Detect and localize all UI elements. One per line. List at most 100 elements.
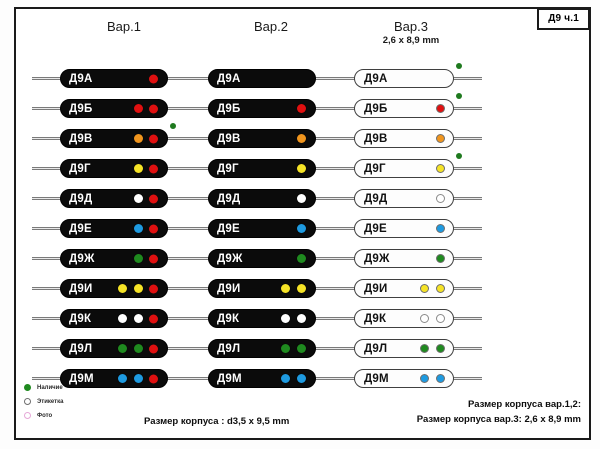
lead-wire-left [32,197,62,200]
diode-body[interactable]: Д9Ж [208,249,316,268]
diode-body[interactable]: Д9М [208,369,316,388]
colour-code-dots [297,100,306,117]
diode-body[interactable]: Д9Д [208,189,316,208]
cathode-end-band [149,74,158,83]
colour-code-dots [436,130,445,147]
component-column-var2: Д9А Д9Б Д9В Д9Г Д9Д Д9Е Д9Ж Д9И Д9К Д9Л Д9М [178,63,368,393]
diode-body[interactable]: Д9Л [354,339,454,358]
cathode-end-band [149,344,158,353]
diode-body[interactable]: Д9К [208,309,316,328]
colour-code-dots [134,130,143,147]
diode-body[interactable]: Д9И [208,279,316,298]
diode-body[interactable]: Д9Б [208,99,316,118]
diode-body[interactable]: Д9В [60,129,168,148]
diode-body[interactable]: Д9Л [208,339,316,358]
diode-body[interactable]: Д9Ж [354,249,454,268]
diode-part-label: Д9М [364,372,389,385]
column-header-var2: Вар.2 [201,19,341,35]
lead-wire-left [32,137,62,140]
diode-body[interactable]: Д9Л [60,339,168,358]
diode-part-label: Д9М [217,372,242,385]
diode-body[interactable]: Д9К [354,309,454,328]
diode-body[interactable]: Д9И [354,279,454,298]
diode-part-label: Д9Е [364,222,387,235]
diode-body[interactable]: Д9А [354,69,454,88]
lead-wire-left [326,377,356,380]
colour-code-dots [134,250,143,267]
colour-dot-blue [118,374,127,383]
lead-wire-right [452,107,482,110]
colour-code-dots [420,370,445,387]
diode-body[interactable]: Д9Е [354,219,454,238]
diode-body[interactable]: Д9М [60,369,168,388]
diode-body[interactable]: Д9К [60,309,168,328]
colour-dot-orange [297,134,306,143]
colour-dot-blue [436,224,445,233]
lead-wire-right [452,167,482,170]
diode-body[interactable]: Д9М [354,369,454,388]
diode-part-label: Д9В [69,132,93,145]
cathode-end-band [149,164,158,173]
colour-code-dots [134,100,143,117]
colour-code-dots [281,340,306,357]
colour-code-dots [281,310,306,327]
colour-code-dots [118,340,143,357]
colour-code-dots [134,220,143,237]
colour-dot-yellow [420,284,429,293]
diode-part-label: Д9Б [69,102,93,115]
diode-body[interactable]: Д9В [208,129,316,148]
colour-dot-blue [281,374,290,383]
lead-wire-left [326,137,356,140]
component-row: Д9Л [30,333,220,363]
colour-dot-yellow [297,284,306,293]
footer-case-size-line1: Размер корпуса вар.1,2: [467,399,581,410]
diode-part-label: Д9Б [364,102,388,115]
lead-wire-right [452,287,482,290]
diode-body[interactable]: Д9Ж [60,249,168,268]
colour-code-dots [297,160,306,177]
diode-part-label: Д9Ж [69,252,95,265]
component-row: Д9Г [178,153,368,183]
diode-body[interactable]: Д9Д [354,189,454,208]
diode-body[interactable]: Д9Д [60,189,168,208]
colour-dot-blue [297,374,306,383]
diode-body[interactable]: Д9Б [354,99,454,118]
colour-code-dots [297,220,306,237]
diode-body[interactable]: Д9А [60,69,168,88]
diode-body[interactable]: Д9А [208,69,316,88]
colour-dot-yellow [436,164,445,173]
cathode-end-band [149,284,158,293]
component-row: Д9Д [178,183,368,213]
lead-wire-left [326,107,356,110]
diode-body[interactable]: Д9Е [60,219,168,238]
component-row: Д9Г [324,153,514,183]
lead-wire-left [32,257,62,260]
diode-body[interactable]: Д9Г [354,159,454,178]
diode-body[interactable]: Д9В [354,129,454,148]
legend-label: Фото [37,412,53,419]
component-row: Д9Ж [178,243,368,273]
diode-body[interactable]: Д9Г [60,159,168,178]
diode-body[interactable]: Д9Б [60,99,168,118]
colour-code-dots [281,280,306,297]
colour-code-dots [436,250,445,267]
diode-body[interactable]: Д9Г [208,159,316,178]
colour-dot-orange [134,134,143,143]
component-row: Д9И [178,273,368,303]
colour-dot-green [134,344,143,353]
component-row: Д9М [30,363,220,393]
colour-code-dots [118,370,143,387]
colour-code-dots [420,310,445,327]
diode-part-label: Д9И [364,282,388,295]
lead-wire-left [32,167,62,170]
cathode-end-band [149,194,158,203]
colour-dot-white [134,314,143,323]
diode-body[interactable]: Д9И [60,279,168,298]
diode-part-label: Д9Ж [217,252,243,265]
cathode-end-band [149,104,158,113]
diode-body[interactable]: Д9Е [208,219,316,238]
column-subtitle: 2,6 x 8,9 mm [382,35,440,46]
legend-dot-icon [24,398,31,405]
